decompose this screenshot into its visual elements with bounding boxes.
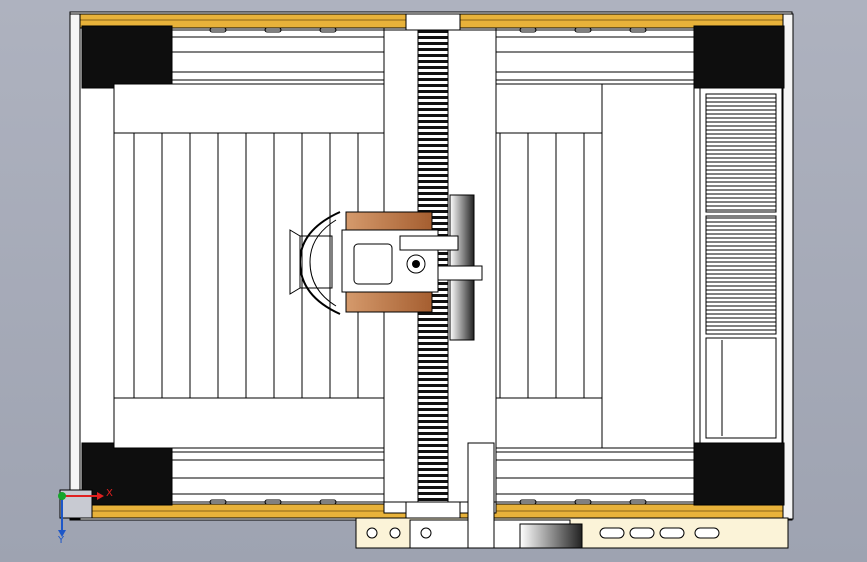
spindle-head xyxy=(289,194,483,341)
z-axis-dot xyxy=(58,492,66,500)
y-axis-label: Y xyxy=(57,535,65,546)
x-axis-label: X xyxy=(106,488,113,499)
chip-conveyor xyxy=(699,87,783,444)
fixture-plate xyxy=(355,442,789,549)
corner-bellows xyxy=(81,25,785,506)
axis-triad: X Y xyxy=(57,488,113,546)
